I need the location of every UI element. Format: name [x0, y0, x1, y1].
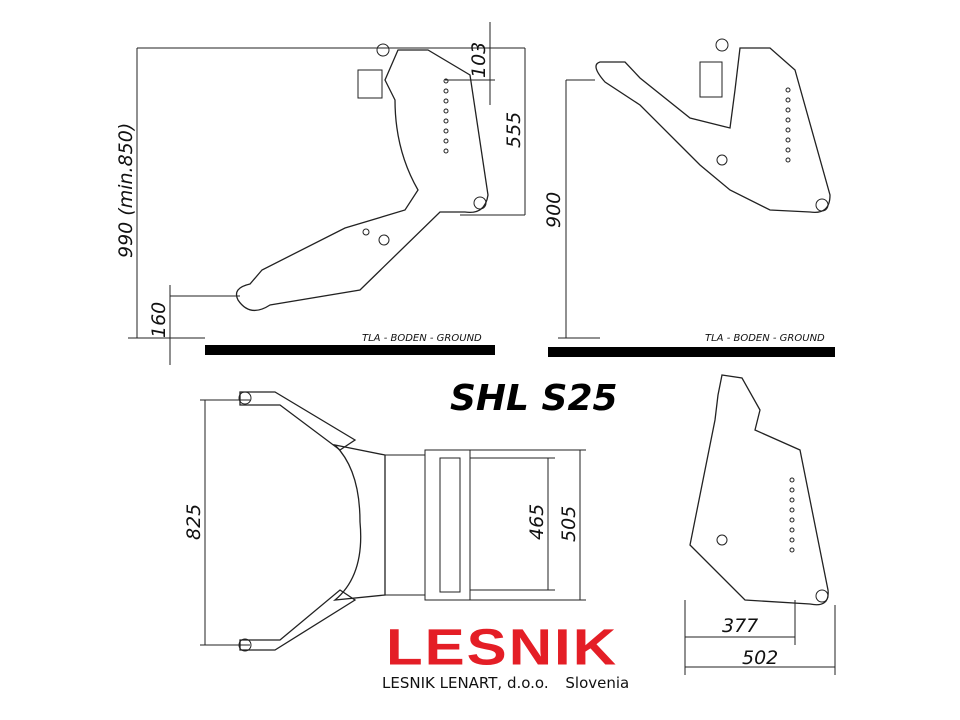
dim-lower-hitch-height: 160 — [148, 302, 170, 338]
company-country: Slovenia — [565, 674, 630, 692]
dim-depth-b: 502 — [742, 647, 778, 669]
ground-label-right: TLA - BODEN - GROUND — [705, 333, 825, 344]
dim-right-view-height: 900 — [543, 192, 565, 228]
company-info: LESNIK LENART, d.o.o. Slovenia — [382, 674, 629, 692]
model-title: SHL S25 — [450, 378, 618, 419]
ground-bar-left — [205, 345, 495, 355]
company-name: LESNIK LENART, d.o.o. — [382, 674, 549, 692]
side-view-right — [548, 38, 835, 357]
dim-top-offset: 103 — [468, 42, 490, 78]
dim-total-height: 990 (min.850) — [115, 123, 137, 258]
rear-view — [684, 374, 836, 675]
ground-label-left: TLA - BODEN - GROUND — [362, 333, 482, 344]
top-view — [200, 391, 586, 652]
dim-hole-range: 555 — [503, 112, 525, 148]
side-view-left — [128, 22, 526, 365]
dim-inner-width-b: 505 — [558, 506, 580, 542]
dim-outer-width: 825 — [183, 504, 205, 540]
dim-inner-width-a: 465 — [526, 504, 548, 540]
ground-bar-right — [548, 347, 835, 357]
dim-depth-a: 377 — [722, 615, 758, 637]
lesnik-logo: LESNIK — [386, 618, 619, 676]
